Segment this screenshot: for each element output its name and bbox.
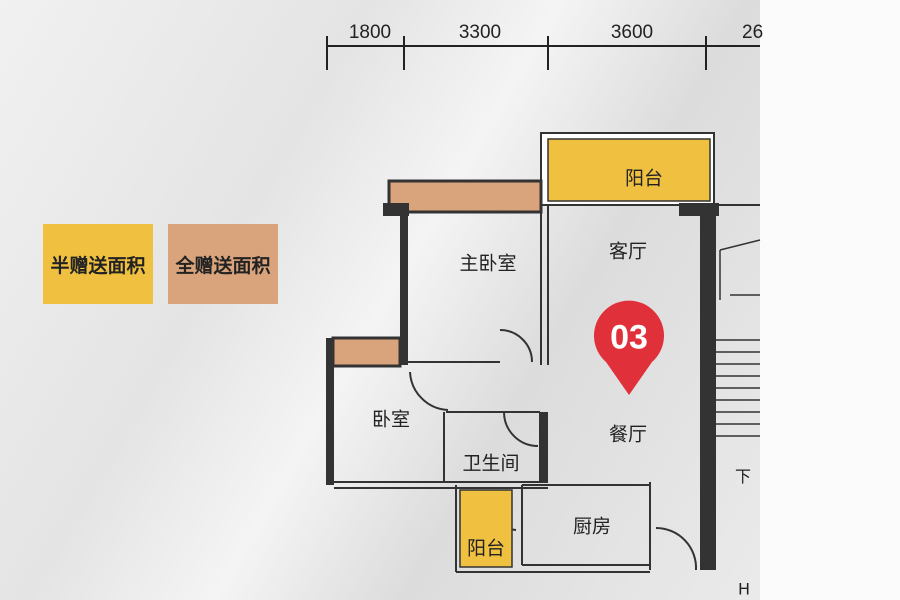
location-marker-icon (594, 300, 664, 395)
room-label-bedroom: 卧室 (371, 408, 411, 431)
room-label-dining-room: 餐厅 (608, 423, 648, 446)
marker-label: 03 (610, 318, 648, 357)
right-margin (760, 0, 900, 600)
room-label-master-bedroom: 主卧室 (459, 252, 517, 275)
room-label-kitchen: 厨房 (572, 515, 612, 538)
dimension-3: 3600 (610, 22, 654, 43)
balcony-small-area (459, 489, 513, 568)
legend-half-gift-area: 半赠送面积 (43, 224, 153, 304)
full-gift-strip-master (387, 179, 543, 214)
staircase (710, 239, 761, 437)
dimension-2: 3300 (458, 22, 502, 43)
room-label-living-room: 客厅 (608, 240, 648, 263)
dimension-1: 1800 (348, 22, 392, 43)
room-label-balcony-small: 阳台 (466, 537, 506, 560)
stair-down-label: 下 (734, 467, 752, 486)
dimension-line (326, 36, 760, 70)
room-label-bathroom: 卫生间 (462, 452, 520, 475)
full-gift-strip-bedroom (331, 336, 402, 368)
stair-h-label: H (737, 579, 751, 599)
legend-full-gift-label: 全赠送面积 (175, 254, 271, 277)
legend-half-gift-label: 半赠送面积 (50, 254, 146, 277)
legend-full-gift-area: 全赠送面积 (168, 224, 278, 304)
room-label-balcony-main: 阳台 (624, 167, 664, 190)
dimension-4: 26 (742, 22, 764, 43)
